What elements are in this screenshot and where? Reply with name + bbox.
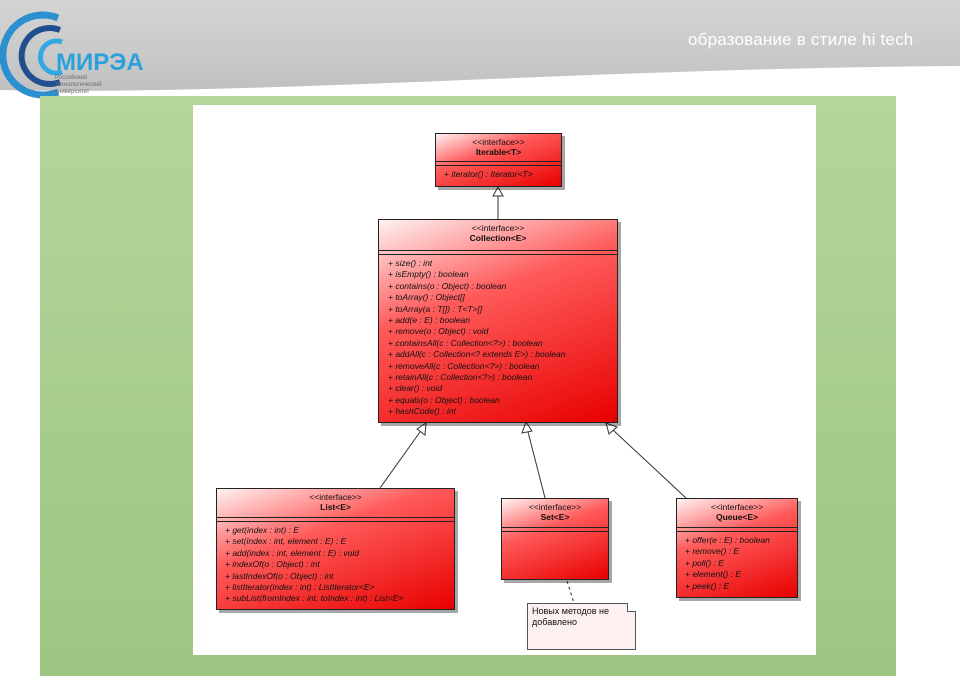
set-class[interactable]: <<interface>>Set<E> (501, 498, 609, 580)
operation: + indexOf(o : Object) : int (225, 559, 320, 570)
operation: + size() : int (388, 258, 433, 268)
list-arrowhead (416, 422, 427, 436)
note-fold-icon (627, 603, 636, 612)
class-name: Set<E> (540, 512, 570, 522)
class-name: Iterable<T> (475, 147, 522, 157)
operation: + element() : E (685, 569, 741, 580)
operation: + add(index : int, element : E) : void (225, 547, 359, 558)
mirea-logo-icon (0, 11, 63, 99)
uml-note[interactable]: Новых методов не добавлено (527, 603, 636, 650)
operation: + peek() : E (685, 580, 730, 591)
operation: + toArray(a : T[]) : T<T>[] (388, 303, 483, 314)
stereotype: <<interface>> (528, 502, 582, 512)
header-tagline: образование в стиле hi tech (688, 30, 914, 49)
operation: + hashCode() : int (388, 406, 456, 417)
operation: + offer(e : E) : boolean (685, 535, 770, 545)
operation: + subList(fromIndex : int, toIndex : int… (225, 593, 404, 604)
stereotype: <<interface>> (710, 502, 764, 512)
note-anchor-line (566, 580, 575, 604)
note-text: Новых методов не добавлено (532, 606, 609, 627)
operation: + listIterator(index : int) : ListIterat… (225, 582, 375, 593)
collection-class[interactable]: <<interface>>Collection<E> + size() : in… (378, 219, 618, 423)
iterable-arrowhead (492, 185, 504, 197)
operation: + lastIndexOf(o : Object) : int (225, 570, 334, 581)
operation: + contains(o : Object) : boolean (388, 280, 507, 291)
operation: + remove() : E (685, 546, 740, 557)
operation: + get(index : int) : E (225, 525, 299, 535)
operation: + set(index : int, element : E) : E (225, 536, 347, 547)
stereotype: <<interface>> (471, 223, 525, 233)
logo-subtitle: Российский технологический университет (55, 75, 102, 95)
operation: + clear() : void (388, 383, 443, 394)
operation: + remove(o : Object) : void (388, 326, 489, 337)
queue-generalization-line (612, 429, 687, 499)
class-name: Collection<E> (469, 233, 527, 243)
operation: + removeAll(c : Collection<?>) : boolean (388, 360, 540, 371)
logo-text: МИРЭА (56, 49, 144, 76)
operation: + add(e : E) : boolean (388, 315, 470, 326)
class-name: List<E> (320, 502, 351, 512)
queue-class[interactable]: <<interface>>Queue<E> + offer(e : E) : b… (676, 498, 798, 598)
operation: + retainAll(c : Collection<?>) : boolean (388, 372, 533, 383)
stereotype: <<interface>> (309, 492, 362, 502)
footer-line (0, 676, 960, 680)
set-arrowhead (521, 420, 533, 434)
queue-arrowhead (605, 422, 618, 435)
operation: + iterator() : Iterator<T> (444, 169, 533, 179)
operation: + toArray() : Object[] (388, 292, 465, 303)
stereotype: <<interface>> (472, 137, 525, 147)
set-generalization-line (527, 431, 546, 499)
iterable-class[interactable]: <<interface>>Iterable<T> + iterator() : … (435, 133, 562, 187)
header-wave-decoration (0, 66, 960, 100)
list-class[interactable]: <<interface>>List<E> + get(index : int) … (216, 488, 455, 610)
list-generalization-line (379, 431, 421, 489)
operation: + poll() : E (685, 557, 724, 568)
operation: + isEmpty() : boolean (388, 269, 469, 280)
operation: + addAll(c : Collection<? extends E>) : … (388, 349, 566, 360)
operation: + containsAll(c : Collection<?>) : boole… (388, 337, 543, 348)
operation: + equals(o : Object) : boolean (388, 394, 500, 405)
class-name: Queue<E> (715, 512, 759, 522)
slide-header: образование в стиле hi tech (0, 0, 960, 100)
